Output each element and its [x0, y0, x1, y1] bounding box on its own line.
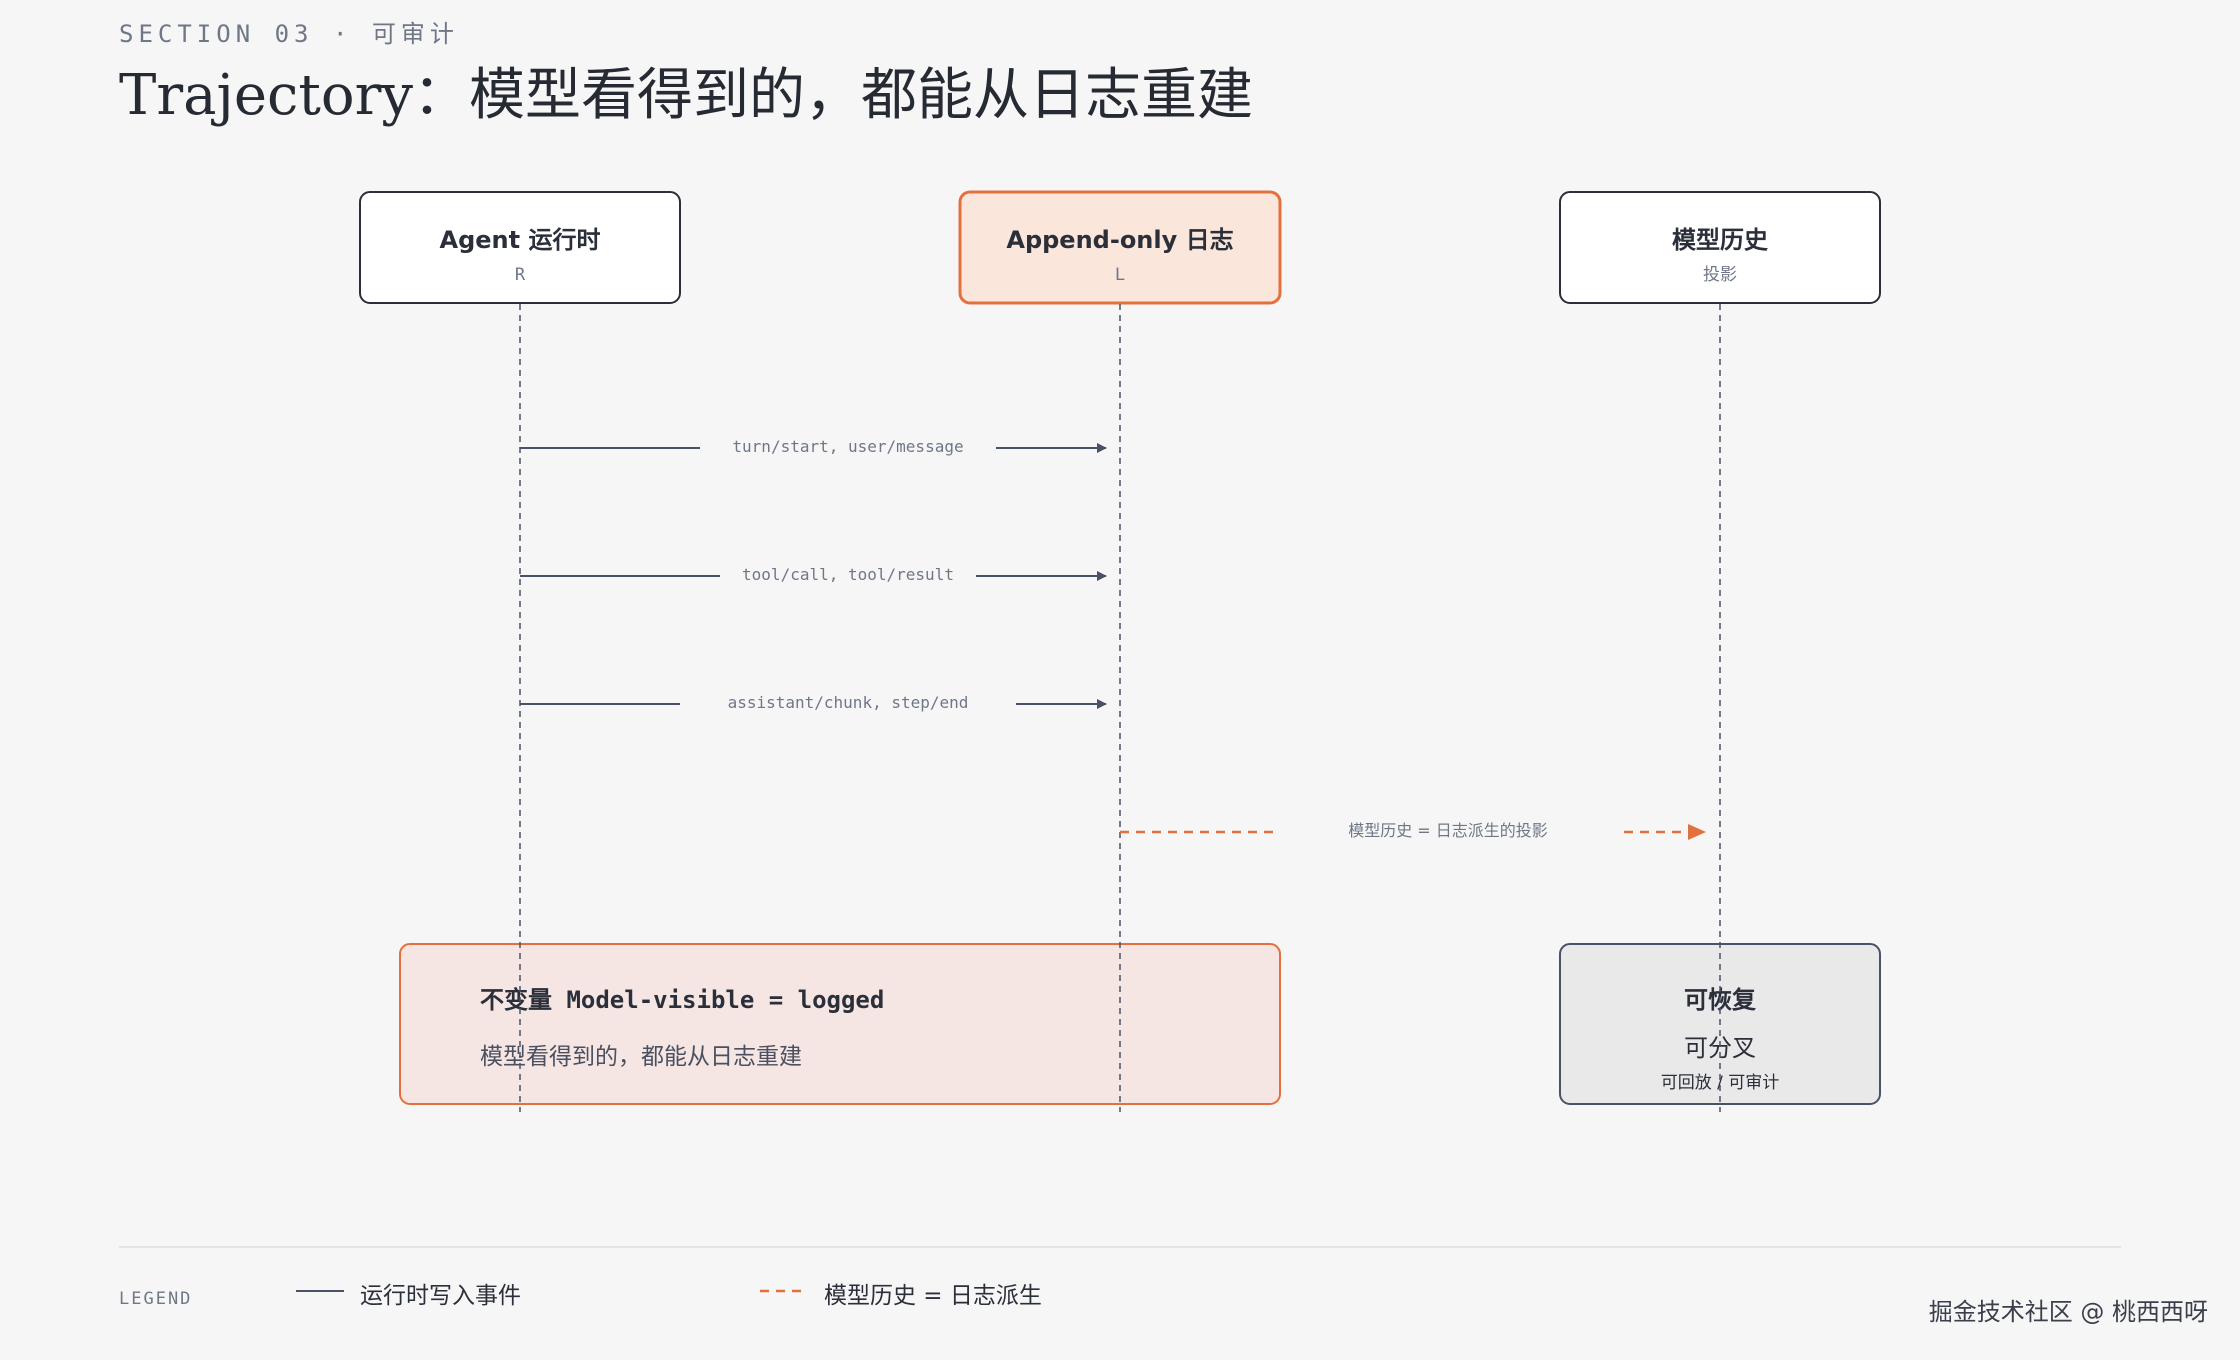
- participant-log-name: Append-only 日志: [1006, 226, 1233, 254]
- message-turn-start: turn/start, user/message: [520, 437, 1107, 456]
- page-title: Trajectory：模型看得到的，都能从日志重建: [119, 63, 1253, 128]
- message-assistant-chunk: assistant/chunk, step/end: [520, 693, 1107, 712]
- participant-runtime-sub: R: [515, 265, 526, 285]
- message-tool-call: tool/call, tool/result: [520, 565, 1107, 584]
- participant-runtime: Agent 运行时 R: [359, 191, 681, 304]
- participant-model-history: 模型历史 投影: [1559, 191, 1881, 304]
- participant-history-sub: 投影: [1703, 265, 1737, 285]
- participant-runtime-name: Agent 运行时: [440, 226, 601, 254]
- participant-log-sub: L: [1115, 265, 1125, 285]
- recover-line-3: 可回放 / 可审计: [1661, 1073, 1780, 1093]
- legend-item-solid: 运行时写入事件: [360, 1283, 521, 1309]
- message-projection: 模型历史 = 日志派生的投影: [1120, 821, 1706, 840]
- message-label: tool/call, tool/result: [742, 565, 954, 584]
- message-label: turn/start, user/message: [732, 437, 963, 456]
- invariant-note: 不变量 Model-visible = logged 模型看得到的，都能从日志重…: [399, 943, 1281, 1105]
- section-kicker: SECTION 03 · 可审计: [119, 20, 459, 48]
- legend-item-dashed: 模型历史 = 日志派生: [824, 1283, 1042, 1309]
- message-label: assistant/chunk, step/end: [728, 693, 969, 712]
- message-label: 模型历史 = 日志派生的投影: [1348, 821, 1548, 840]
- participant-log: Append-only 日志 L: [958, 190, 1282, 305]
- invariant-heading: 不变量 Model-visible = logged: [480, 986, 884, 1014]
- invariant-body: 模型看得到的，都能从日志重建: [480, 1044, 802, 1070]
- participant-history-name: 模型历史: [1672, 226, 1769, 254]
- watermark: 掘金技术社区 @ 桃西西呀: [1929, 1298, 2208, 1326]
- legend-label: LEGEND: [119, 1289, 192, 1309]
